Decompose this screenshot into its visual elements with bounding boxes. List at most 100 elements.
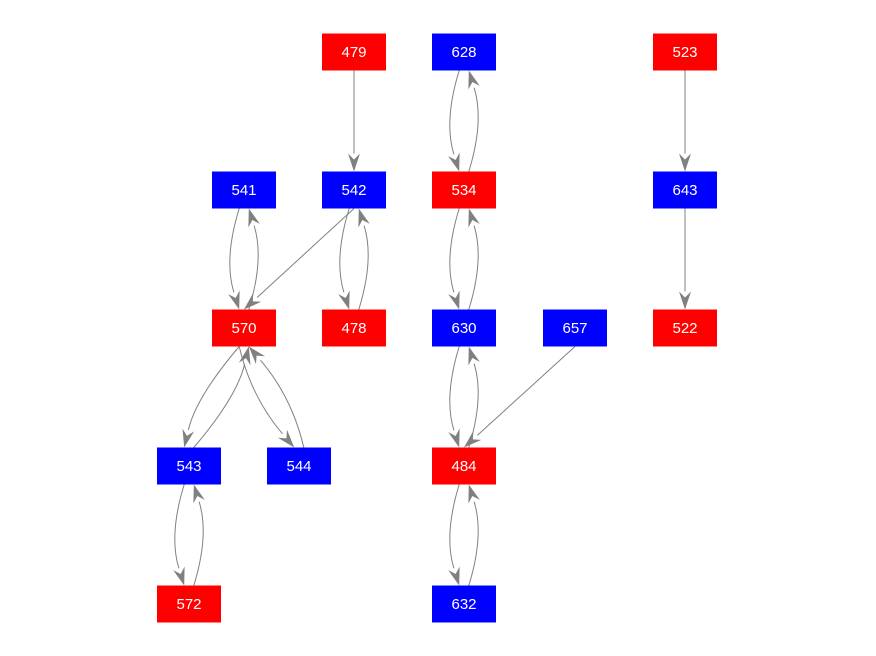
- node-box: [157, 585, 221, 623]
- node-572[interactable]: 572: [157, 585, 221, 623]
- edge-570-to-543: [182, 346, 240, 448]
- node-630[interactable]: 630: [432, 309, 496, 347]
- node-628[interactable]: 628: [432, 33, 496, 71]
- node-box: [267, 447, 331, 485]
- arrowhead-icon: [464, 430, 482, 448]
- edge-line: [468, 87, 479, 172]
- arrowhead-icon: [448, 290, 460, 310]
- arrowhead-icon: [244, 292, 262, 310]
- node-523[interactable]: 523: [653, 33, 717, 71]
- node-box: [212, 171, 276, 209]
- edge-543-to-572: [173, 484, 185, 586]
- node-box: [543, 309, 607, 347]
- arrowhead-icon: [238, 346, 251, 366]
- node-label: 479: [341, 44, 366, 61]
- edge-570-to-541: [248, 208, 260, 310]
- node-label: 523: [672, 44, 697, 61]
- edge-484-to-630: [468, 346, 480, 448]
- node-label: 543: [176, 458, 201, 475]
- node-570[interactable]: 570: [212, 309, 276, 347]
- node-label: 657: [562, 320, 587, 337]
- edge-541-to-570: [228, 208, 240, 310]
- node-box: [653, 33, 717, 71]
- arrowhead-icon: [338, 290, 350, 310]
- edge-543-to-570: [193, 346, 251, 448]
- node-544[interactable]: 544: [267, 447, 331, 485]
- edge-630-to-534: [468, 208, 480, 310]
- edge-line: [248, 225, 259, 310]
- node-box: [322, 309, 386, 347]
- node-box: [432, 33, 496, 71]
- node-box: [432, 447, 496, 485]
- node-label: 534: [451, 182, 476, 199]
- edge-line: [238, 346, 283, 435]
- node-534[interactable]: 534: [432, 171, 496, 209]
- edge-544-to-570: [248, 346, 305, 448]
- arrowhead-icon: [468, 70, 480, 90]
- node-542[interactable]: 542: [322, 171, 386, 209]
- node-box: [653, 171, 717, 209]
- node-label: 522: [672, 320, 697, 337]
- node-label: 632: [451, 596, 476, 613]
- arrowhead-icon: [277, 429, 295, 448]
- node-label: 544: [286, 458, 311, 475]
- node-522[interactable]: 522: [653, 309, 717, 347]
- node-643[interactable]: 643: [653, 171, 717, 209]
- edge-484-to-632: [448, 484, 460, 586]
- edge-628-to-534: [448, 70, 460, 172]
- node-box: [322, 33, 386, 71]
- arrowhead-icon: [348, 153, 360, 172]
- edge-534-to-630: [448, 208, 460, 310]
- arrowhead-icon: [358, 208, 370, 228]
- edge-479-to-542: [348, 70, 360, 172]
- node-label: 630: [451, 320, 476, 337]
- edge-542-to-478: [338, 208, 350, 310]
- edge-523-to-643: [679, 70, 691, 172]
- edge-line: [449, 484, 460, 569]
- edge-line: [193, 363, 246, 448]
- node-box: [653, 309, 717, 347]
- edge-572-to-543: [193, 484, 205, 586]
- node-541[interactable]: 541: [212, 171, 276, 209]
- arrowhead-icon: [679, 291, 691, 310]
- node-657[interactable]: 657: [543, 309, 607, 347]
- node-label: 484: [451, 458, 476, 475]
- node-label: 542: [341, 182, 366, 199]
- edge-570-to-544: [238, 346, 295, 448]
- arrowhead-icon: [448, 428, 460, 448]
- arrowhead-icon: [182, 428, 195, 448]
- node-478[interactable]: 478: [322, 309, 386, 347]
- node-479[interactable]: 479: [322, 33, 386, 71]
- arrowhead-icon: [468, 484, 480, 504]
- edge-line: [468, 363, 479, 448]
- node-label: 643: [672, 182, 697, 199]
- node-box: [432, 171, 496, 209]
- edge-line: [174, 484, 185, 569]
- arrowhead-icon: [228, 290, 240, 310]
- arrowhead-icon: [248, 346, 266, 365]
- edge-line: [476, 346, 576, 436]
- node-543[interactable]: 543: [157, 447, 221, 485]
- edge-line: [260, 359, 305, 448]
- node-box: [432, 309, 496, 347]
- node-box: [322, 171, 386, 209]
- edge-line: [358, 225, 369, 310]
- node-label: 572: [176, 596, 201, 613]
- node-label: 570: [231, 320, 256, 337]
- node-label: 628: [451, 44, 476, 61]
- edge-630-to-484: [448, 346, 460, 448]
- arrowhead-icon: [193, 484, 205, 504]
- edge-643-to-522: [679, 208, 691, 310]
- edge-632-to-484: [468, 484, 480, 586]
- node-632[interactable]: 632: [432, 585, 496, 623]
- arrowhead-icon: [679, 153, 691, 172]
- arrowhead-icon: [468, 208, 480, 228]
- edge-line: [256, 208, 355, 298]
- edge-line: [187, 346, 240, 431]
- node-label: 541: [231, 182, 256, 199]
- node-484[interactable]: 484: [432, 447, 496, 485]
- arrowhead-icon: [173, 566, 185, 586]
- arrowhead-icon: [448, 566, 460, 586]
- edge-534-to-628: [468, 70, 480, 172]
- edge-542-to-570: [244, 208, 355, 310]
